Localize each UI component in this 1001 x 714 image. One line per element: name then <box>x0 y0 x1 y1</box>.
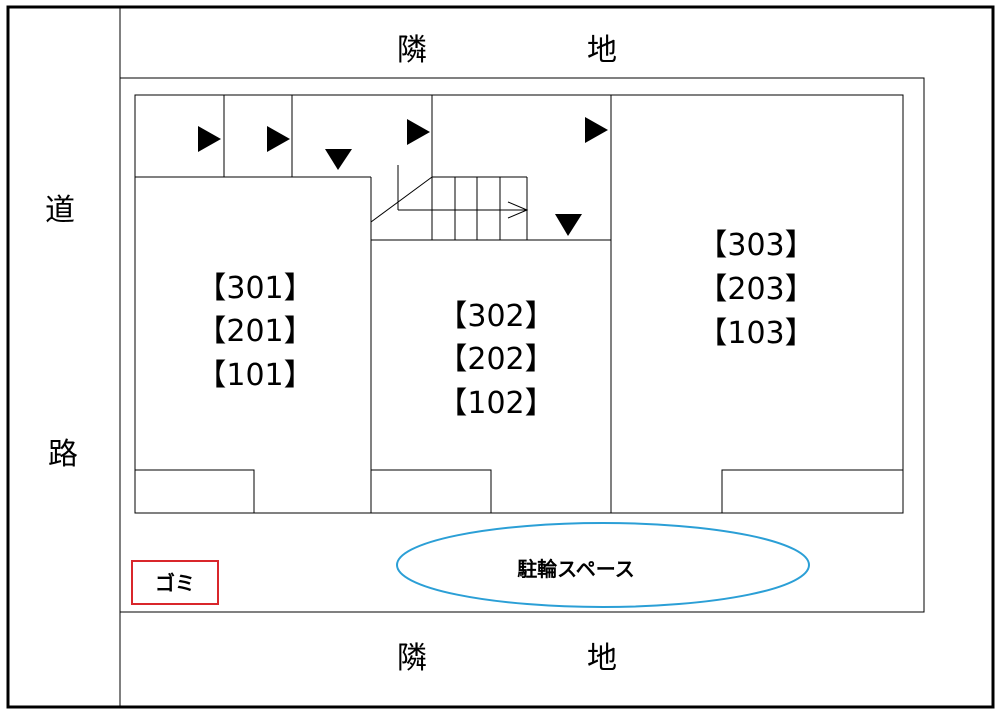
unit-number: 【101】 <box>196 358 313 393</box>
unit-number: 【202】 <box>437 342 554 377</box>
door-arrow-right-icon <box>585 117 608 143</box>
unit-number: 【203】 <box>697 272 814 307</box>
unit-labels-right: 【303】 【203】 【103】 <box>697 228 814 351</box>
neighbor-top-char: 地 <box>587 33 617 68</box>
neighbor-top-char: 隣 <box>397 33 427 68</box>
building-outline <box>134 94 904 514</box>
unit-number: 【303】 <box>697 228 814 263</box>
garbage-area <box>131 560 219 605</box>
neighbor-bottom-char: 地 <box>587 641 617 676</box>
road-label-char: 道 <box>45 193 75 228</box>
corridor <box>135 95 612 513</box>
unit-number: 【302】 <box>437 299 554 334</box>
unit-closets <box>134 469 904 514</box>
bicycle-parking-label: 駐輪スペース <box>517 557 635 581</box>
unit-number: 【301】 <box>196 271 313 306</box>
entrance-markers <box>198 117 608 236</box>
neighbor-bottom-char: 隣 <box>397 641 427 676</box>
unit-labels-left: 【301】 【201】 【101】 <box>196 271 313 393</box>
door-arrow-right-icon <box>407 119 430 145</box>
door-arrow-down-icon <box>325 149 352 170</box>
unit-number: 【201】 <box>196 314 313 349</box>
outer-frame <box>6 5 995 709</box>
unit-labels-middle: 【302】 【202】 【102】 <box>437 299 554 421</box>
bicycle-parking-area <box>396 522 810 608</box>
door-arrow-down-icon <box>555 214 582 236</box>
road-label-char: 路 <box>48 437 78 472</box>
garbage-label: ゴミ <box>155 571 195 595</box>
site-boundary <box>119 77 925 613</box>
unit-number: 【103】 <box>697 316 814 351</box>
unit-number: 【102】 <box>437 386 554 421</box>
staircase <box>370 165 529 240</box>
door-arrow-right-icon <box>267 126 290 152</box>
door-arrow-right-icon <box>198 126 221 152</box>
